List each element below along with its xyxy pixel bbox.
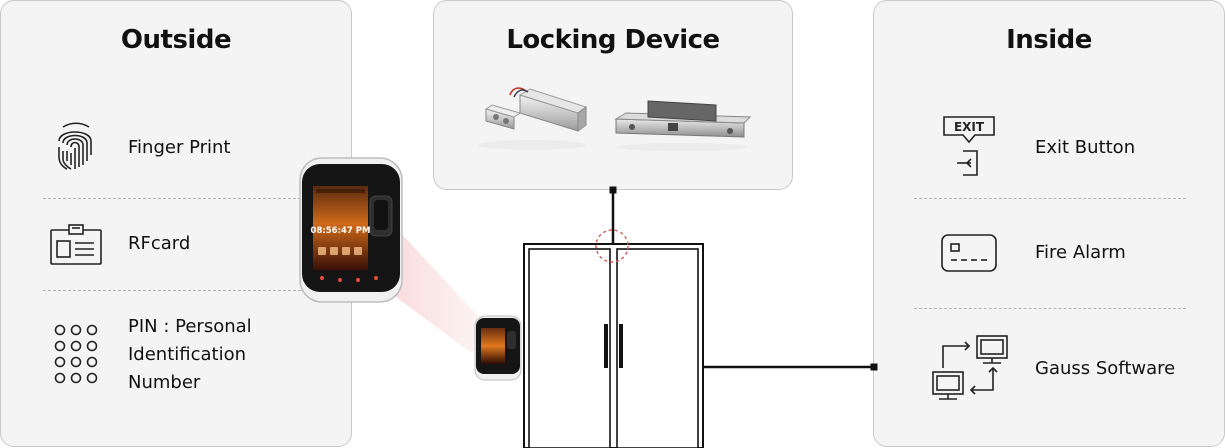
inside-divider-2 <box>914 308 1186 309</box>
exit-sign-text: EXIT <box>954 120 985 134</box>
pin-label-line-3: Number <box>128 372 201 393</box>
bolt-lock-image <box>474 83 592 155</box>
lock-wire-node <box>609 186 617 194</box>
exit-button-label: Exit Button <box>1035 137 1136 158</box>
finger-print-label: Finger Print <box>128 137 231 158</box>
gauss-software-label: Gauss Software <box>1035 358 1176 379</box>
lock-highlight-circle <box>595 229 629 263</box>
terminal-time-text: 08:56:47 PM <box>311 226 371 236</box>
door-handle-right <box>619 324 623 368</box>
fingerprint-icon <box>53 121 97 173</box>
outside-panel: Outside Finger Print RFcard <box>0 0 352 447</box>
locking-device-panel: Locking Device <box>433 0 793 190</box>
strike-lock-image <box>612 97 752 153</box>
keypad-icon <box>53 324 99 384</box>
outside-title: Outside <box>120 25 232 55</box>
outside-divider-2 <box>43 290 311 291</box>
inside-title: Inside <box>1006 25 1092 55</box>
fire-alarm-icon <box>941 234 997 272</box>
fire-alarm-label: Fire Alarm <box>1035 242 1126 263</box>
inside-panel: Inside EXIT Exit Button Fire Alarm <box>873 0 1225 447</box>
inside-divider-1 <box>914 198 1186 199</box>
terminal-device-small <box>474 315 522 381</box>
pin-label-line-1: PIN : Personal <box>128 316 252 337</box>
double-door <box>523 243 704 448</box>
network-computers-icon <box>929 332 1011 406</box>
outside-divider-1 <box>43 198 311 199</box>
terminal-device-large: 08:56:47 PM <box>299 157 403 303</box>
id-card-icon <box>50 224 102 266</box>
pin-label-line-2: Identification <box>128 344 247 365</box>
locking-device-title: Locking Device <box>506 25 720 55</box>
door-handle-left <box>604 324 608 368</box>
rfcard-label: RFcard <box>128 233 191 254</box>
exit-button-icon: EXIT <box>941 115 999 179</box>
inside-wire-node <box>870 363 878 371</box>
